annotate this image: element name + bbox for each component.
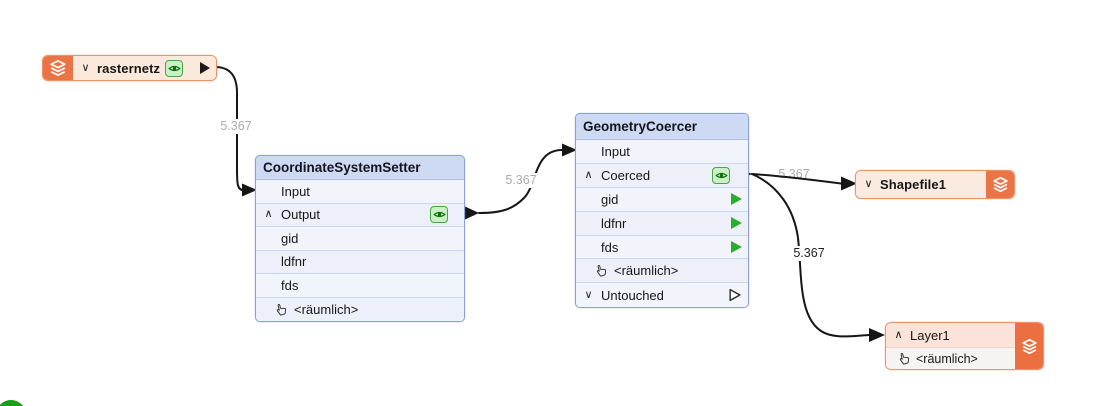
geometry-label: <räumlich> xyxy=(916,351,978,366)
attribute-label: fds xyxy=(281,277,299,293)
chevron-down-icon[interactable]: ∨ xyxy=(864,178,873,190)
node-title[interactable]: GeometryCoercer xyxy=(576,114,748,140)
output-port-coordinatesystemsetter[interactable] xyxy=(464,206,479,220)
attribute-label: fds xyxy=(601,239,619,255)
attribute-label: ldfnr xyxy=(281,254,307,270)
node-shapefile1[interactable]: ∨ Shapefile1 xyxy=(855,170,1015,199)
node-title: Shapefile1 xyxy=(880,177,947,192)
layers-icon xyxy=(1015,323,1043,369)
node-coordinatesystemsetter[interactable]: CoordinateSystemSetter Input ∧ Output gi… xyxy=(255,155,465,322)
node-geometrycoercer[interactable]: GeometryCoercer Input ∧ Coerced gid ldfn… xyxy=(575,113,749,309)
port-row-coerced[interactable]: ∧ Coerced xyxy=(576,163,748,188)
attribute-row[interactable]: ldfnr xyxy=(256,250,464,274)
node-title: rasternetz xyxy=(97,60,161,76)
connection-geometrycoercer-to-shapefile1[interactable] xyxy=(751,173,842,185)
attribute-row[interactable]: fds xyxy=(576,235,748,260)
chevron-up-icon[interactable]: ∧ xyxy=(894,328,903,341)
node-title: Layer1 xyxy=(910,327,950,343)
attribute-row[interactable]: fds xyxy=(256,274,464,298)
geometry-label: <räumlich> xyxy=(614,263,679,279)
geometry-row[interactable]: <räumlich> xyxy=(886,348,1015,369)
geometry-row[interactable]: <räumlich> xyxy=(576,259,748,284)
port-label: Input xyxy=(601,143,630,159)
output-port-triangle-icon[interactable] xyxy=(200,62,210,74)
chevron-down-icon[interactable]: ∨ xyxy=(584,288,593,301)
geometry-label: <räumlich> xyxy=(294,301,359,317)
port-label: Input xyxy=(281,183,310,199)
port-row-output[interactable]: ∧ Output xyxy=(256,203,464,227)
visibility-eye-icon[interactable] xyxy=(165,59,184,77)
node-rasternetz[interactable]: ∨ rasternetz xyxy=(42,55,217,81)
attribute-label: ldfnr xyxy=(601,215,627,231)
feature-count-label: 5.367 xyxy=(214,119,258,134)
attribute-label: gid xyxy=(281,230,299,246)
attribute-port-triangle-icon[interactable] xyxy=(731,217,742,230)
visibility-eye-icon[interactable] xyxy=(712,166,730,184)
geometry-row[interactable]: <räumlich> xyxy=(256,297,464,321)
feature-type-row[interactable]: ∧ Layer1 xyxy=(886,323,1015,348)
port-row-untouched[interactable]: ∨ Untouched xyxy=(576,283,748,308)
connection-geometrycoercer-to-layer1[interactable] xyxy=(751,173,870,338)
port-row-input[interactable]: Input xyxy=(576,140,748,164)
unconnected-port-triangle-icon[interactable] xyxy=(728,288,742,302)
chevron-up-icon[interactable]: ∧ xyxy=(584,168,593,181)
attribute-port-triangle-icon[interactable] xyxy=(731,241,742,253)
status-indicator-dot xyxy=(0,400,26,406)
feature-count-label: 5.367 xyxy=(787,246,831,261)
feature-count-label: 5.367 xyxy=(499,173,543,188)
port-row-input[interactable]: Input xyxy=(256,180,464,204)
hand-pointer-icon xyxy=(275,303,288,316)
chevron-down-icon[interactable]: ∨ xyxy=(81,61,90,74)
port-label: Coerced xyxy=(601,167,651,183)
connection-coordinatesystemsetter-to-geometrycoercer[interactable] xyxy=(478,149,563,214)
port-label: Untouched xyxy=(601,287,664,303)
chevron-up-icon[interactable]: ∧ xyxy=(264,208,273,221)
attribute-row[interactable]: gid xyxy=(576,187,748,212)
layers-icon xyxy=(43,56,73,80)
attribute-port-triangle-icon[interactable] xyxy=(731,193,742,206)
node-layer1[interactable]: ∧ Layer1 <räumlich> xyxy=(885,322,1044,370)
node-title[interactable]: CoordinateSystemSetter xyxy=(256,156,464,180)
visibility-eye-icon[interactable] xyxy=(430,206,448,224)
layers-icon xyxy=(986,171,1014,198)
input-port-layer1[interactable] xyxy=(869,328,885,342)
attribute-row[interactable]: ldfnr xyxy=(576,211,748,236)
attribute-label: gid xyxy=(601,191,619,207)
hand-pointer-icon xyxy=(595,264,608,277)
attribute-row[interactable]: gid xyxy=(256,227,464,251)
hand-pointer-icon xyxy=(898,352,911,365)
port-label: Output xyxy=(281,207,321,223)
